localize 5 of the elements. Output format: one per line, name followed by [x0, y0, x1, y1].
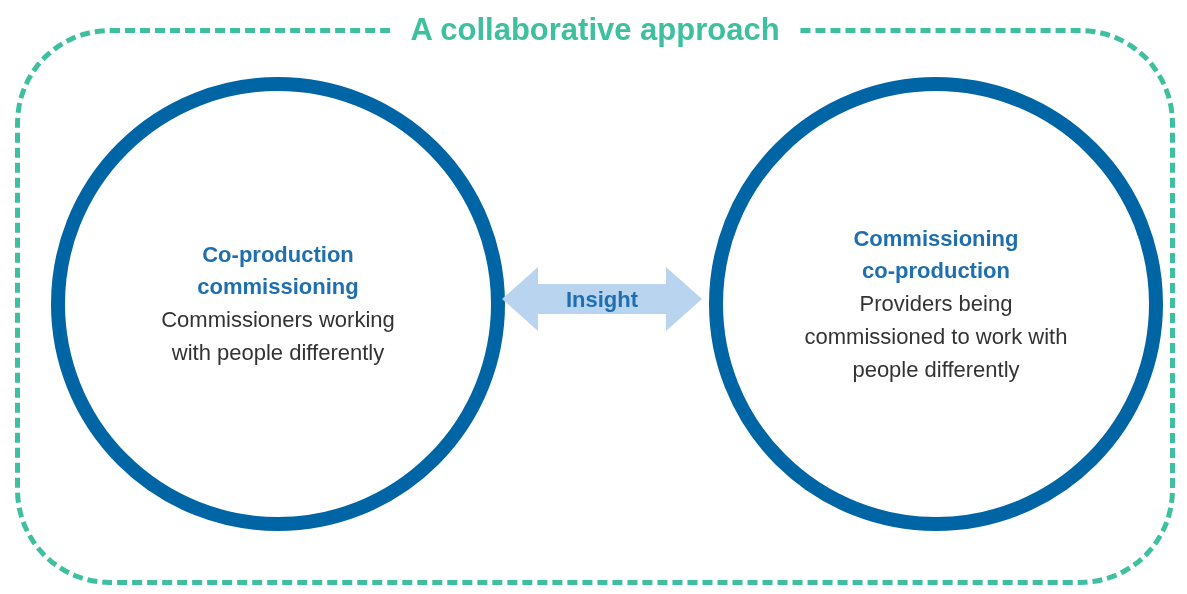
circle-heading: Commissioning co-production — [852, 224, 1020, 285]
circle-heading: Co-production commissioning — [196, 241, 360, 301]
circle-description: Providers being commissioned to work with people differently — [803, 289, 1069, 384]
edge-label: Insight — [565, 285, 639, 314]
circle-description: Commissioners working with people differently — [160, 306, 396, 367]
